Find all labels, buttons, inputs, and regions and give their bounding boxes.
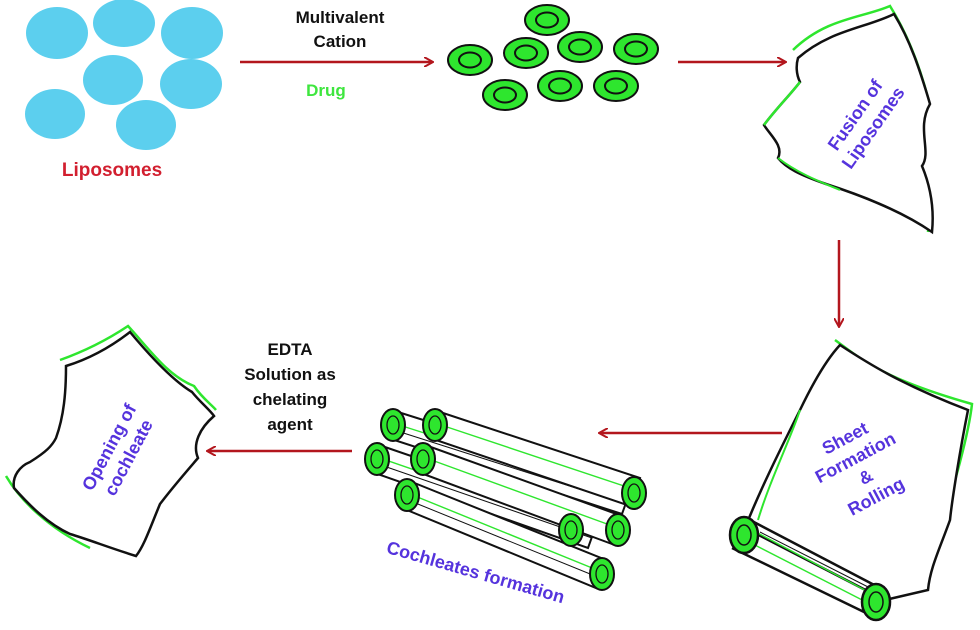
- green-vesicle-icon: [503, 37, 549, 69]
- drug-vesicles: [447, 4, 659, 111]
- liposome-circle-icon: [160, 59, 222, 109]
- liposome-circle-icon: [83, 55, 143, 105]
- liposome-circle-icon: [25, 89, 85, 139]
- cochleate-cylinders: [364, 408, 647, 591]
- green-vesicle-icon: [524, 4, 570, 36]
- fusion-sheet-icon: [762, 4, 934, 235]
- edta-label-line1: EDTA: [267, 340, 312, 359]
- rolled-cylinder-icon: [558, 513, 584, 547]
- green-vesicle-icon: [557, 31, 603, 63]
- edta-label-line3: chelating: [253, 390, 328, 409]
- opening-sheet-icon: [4, 324, 217, 558]
- liposomes-cluster: [25, 0, 223, 150]
- multivalent-label: Multivalent: [296, 8, 385, 27]
- cation-label: Cation: [314, 32, 367, 51]
- rolled-cylinder-icon: [422, 408, 647, 510]
- rolling-sheet-icon: [728, 338, 974, 622]
- rolled-cylinder-icon: [394, 478, 615, 591]
- edta-label-line4: agent: [267, 415, 313, 434]
- green-vesicle-icon: [482, 79, 528, 111]
- green-vesicle-icon: [613, 33, 659, 65]
- green-vesicle-icon: [447, 44, 493, 76]
- liposome-circle-icon: [26, 7, 88, 59]
- liposome-circle-icon: [116, 100, 176, 150]
- drug-label: Drug: [306, 81, 346, 100]
- liposome-circle-icon: [161, 7, 223, 59]
- edta-label-line2: Solution as: [244, 365, 336, 384]
- green-vesicle-icon: [593, 70, 639, 102]
- liposomes-label: Liposomes: [62, 160, 162, 181]
- liposome-circle-icon: [93, 0, 155, 47]
- green-vesicle-icon: [537, 70, 583, 102]
